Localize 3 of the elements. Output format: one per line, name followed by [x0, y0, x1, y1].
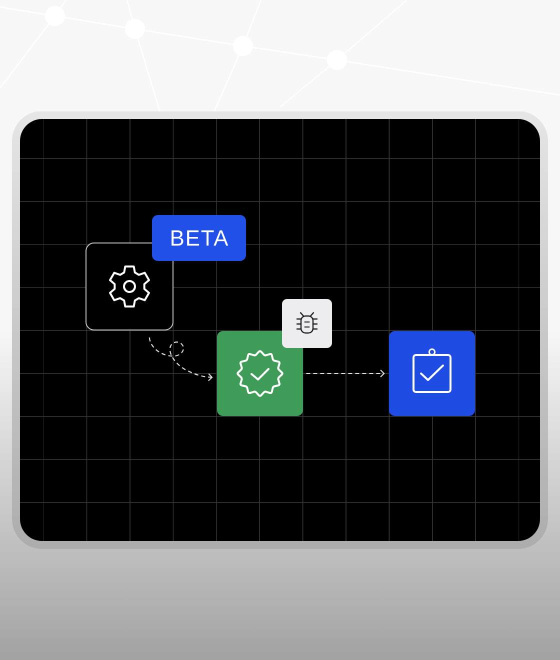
status-badge: BETA — [152, 215, 246, 261]
arrow — [306, 370, 385, 378]
arrow — [148, 337, 213, 382]
